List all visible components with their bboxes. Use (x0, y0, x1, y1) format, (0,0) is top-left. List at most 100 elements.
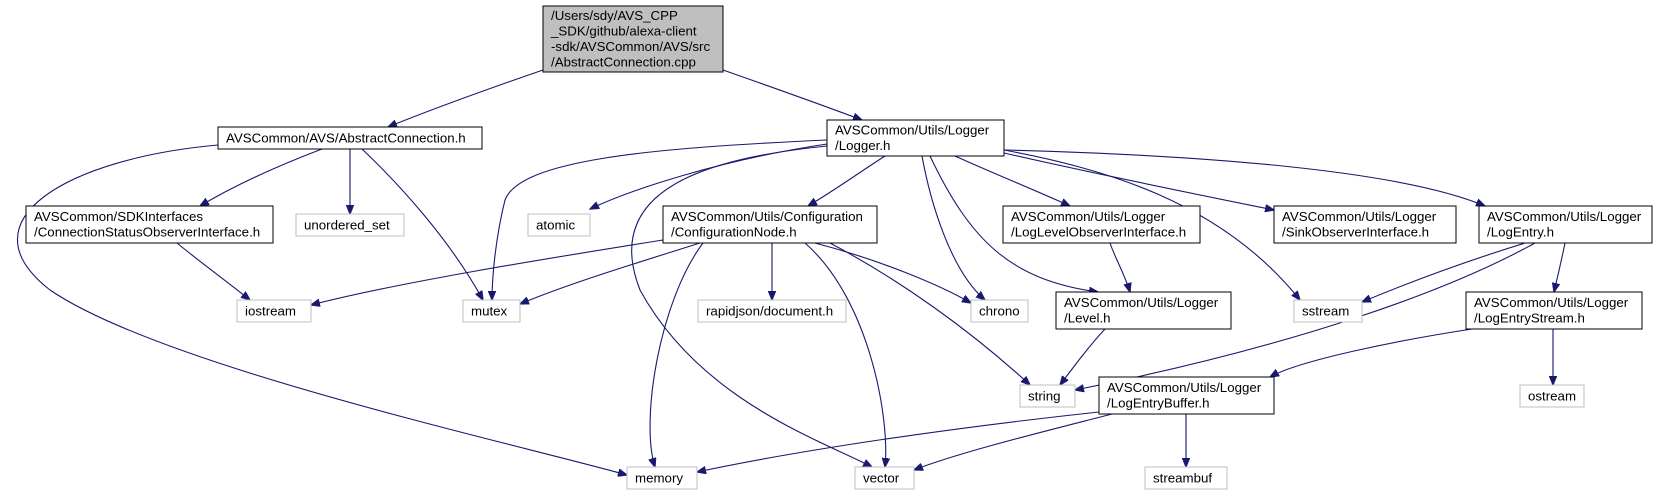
node-box (826, 119, 1005, 157)
edge-logentry_h-to-sstream (1362, 242, 1526, 302)
node-box (1098, 376, 1275, 415)
node-label-line: AVSCommon/Utils/Logger (1487, 209, 1642, 224)
node-label-line: AVSCommon/Utils/Logger (1474, 295, 1629, 310)
edge-root-to-logger_h (722, 69, 862, 120)
edge-abstractconn_h-to-mutex (361, 148, 483, 300)
edge-arrow (1060, 328, 1106, 385)
node-iostream: iostream (236, 299, 312, 323)
node-vector: vector (854, 466, 915, 490)
edge-logger_h-to-logentry_h (1003, 149, 1485, 206)
edge-logentry_h-to-logentrystream_h (1554, 242, 1566, 292)
node-box (527, 213, 591, 237)
edge-arrow (388, 69, 544, 127)
node-box (542, 5, 724, 73)
node-box (217, 126, 483, 150)
node-box (970, 299, 1029, 323)
node-label-line: AVSCommon/Utils/Configuration (671, 209, 863, 224)
node-label-line: AVSCommon/Utils/Logger (835, 123, 990, 138)
node-label-line: _SDK/github/alexa-client (550, 24, 697, 39)
edge-arrow (804, 242, 886, 467)
edge-arrow (1003, 149, 1300, 300)
node-logentrybuffer-h[interactable]: AVSCommon/Utils/Logger/LogEntryBuffer.h (1098, 376, 1275, 415)
edge-arrow (722, 69, 862, 120)
node-mutex: mutex (462, 299, 521, 323)
node-logentrystream-h[interactable]: AVSCommon/Utils/Logger/LogEntryStream.h (1465, 291, 1643, 330)
node-box (1478, 205, 1653, 244)
node-abstractconn-h[interactable]: AVSCommon/AVS/AbstractConnection.h (217, 126, 483, 150)
node-label-line: /Level.h (1064, 311, 1111, 326)
node-logger-h[interactable]: AVSCommon/Utils/Logger/Logger.h (826, 119, 1005, 157)
node-box (626, 466, 698, 490)
edge-confignode_h-to-iostream (311, 239, 664, 305)
edge-arrow (808, 155, 886, 206)
node-label-line: /LogEntryBuffer.h (1107, 396, 1210, 411)
node-label-line: atomic (536, 217, 576, 232)
edge-arrow (814, 242, 971, 303)
node-layer: /Users/sdy/AVS_CPP_SDK/github/alexa-clie… (25, 5, 1653, 490)
edge-abstractconn_h-to-connstatus_h (200, 148, 323, 206)
node-label-line: AVSCommon/Utils/Logger (1011, 209, 1166, 224)
node-streambuf: streambuf (1144, 466, 1228, 490)
node-connstatus-h[interactable]: AVSCommon/SDKInterfaces/ConnectionStatus… (25, 205, 274, 244)
edge-connstatus_h-to-iostream (176, 242, 250, 300)
edge-arrow (631, 145, 872, 467)
edge-arrow (492, 139, 828, 300)
node-label-line: /ConfigurationNode.h (671, 225, 797, 240)
node-label-line: /SinkObserverInterface.h (1282, 225, 1429, 240)
edge-arrow (921, 155, 985, 300)
node-string: string (1019, 384, 1076, 408)
node-loglevelobs-h[interactable]: AVSCommon/Utils/Logger/LogLevelObserverI… (1002, 205, 1201, 244)
node-label-line: string (1028, 388, 1061, 403)
edge-confignode_h-to-memory (650, 242, 704, 467)
node-box (1019, 384, 1076, 408)
edge-arrow (200, 148, 323, 206)
edge-confignode_h-to-mutex (520, 242, 701, 304)
node-box (662, 205, 878, 244)
node-confignode-h[interactable]: AVSCommon/Utils/Configuration/Configurat… (662, 205, 878, 244)
edge-arrow (1109, 242, 1130, 292)
edge-logger_h-to-chrono (921, 155, 985, 300)
node-box (1055, 291, 1232, 330)
edge-arrow (1003, 152, 1274, 210)
edge-confignode_h-to-string (829, 242, 1030, 385)
node-box (1293, 299, 1363, 323)
node-memory: memory (626, 466, 698, 490)
edge-logger_h-to-mutex (492, 139, 828, 300)
edge-logger_h-to-sstream (1003, 149, 1300, 300)
node-box (1465, 291, 1643, 330)
node-box (697, 299, 847, 323)
edge-logentrybuffer_h-to-memory (697, 411, 1100, 472)
node-label-line: /LogEntry.h (1487, 225, 1554, 240)
node-label-line: AVSCommon/Utils/Logger (1107, 380, 1262, 395)
node-label-line: mutex (471, 303, 508, 318)
node-root[interactable]: /Users/sdy/AVS_CPP_SDK/github/alexa-clie… (542, 5, 724, 73)
edge-loglevelobs_h-to-level_h (1109, 242, 1130, 292)
node-label-line: streambuf (1153, 470, 1212, 485)
node-label-line: /Logger.h (835, 138, 890, 153)
edge-arrow (1554, 242, 1566, 292)
edge-arrow (590, 143, 828, 209)
edge-arrow (954, 155, 1070, 206)
node-box (236, 299, 312, 323)
node-box (1273, 205, 1457, 244)
node-level-h[interactable]: AVSCommon/Utils/Logger/Level.h (1055, 291, 1232, 330)
edge-arrow (1362, 242, 1526, 302)
node-label-line: AVSCommon/Utils/Logger (1282, 209, 1437, 224)
node-label-line: /ConnectionStatusObserverInterface.h (34, 225, 260, 240)
node-label-line: rapidjson/document.h (706, 303, 833, 318)
node-label-line: chrono (979, 303, 1020, 318)
node-unordered-set: unordered_set (295, 213, 405, 237)
node-label-line: /LogEntryStream.h (1474, 311, 1585, 326)
node-logentry-h[interactable]: AVSCommon/Utils/Logger/LogEntry.h (1478, 205, 1653, 244)
node-sstream: sstream (1293, 299, 1363, 323)
node-box (1144, 466, 1228, 490)
edge-confignode_h-to-chrono (814, 242, 971, 303)
edge-logger_h-to-level_h (929, 155, 1098, 292)
node-sinkobs-h[interactable]: AVSCommon/Utils/Logger/SinkObserverInter… (1273, 205, 1457, 244)
node-chrono: chrono (970, 299, 1029, 323)
node-rapidjson: rapidjson/document.h (697, 299, 847, 323)
node-label-line: /LogLevelObserverInterface.h (1011, 225, 1186, 240)
edge-arrow (16, 144, 627, 475)
node-box (25, 205, 274, 244)
